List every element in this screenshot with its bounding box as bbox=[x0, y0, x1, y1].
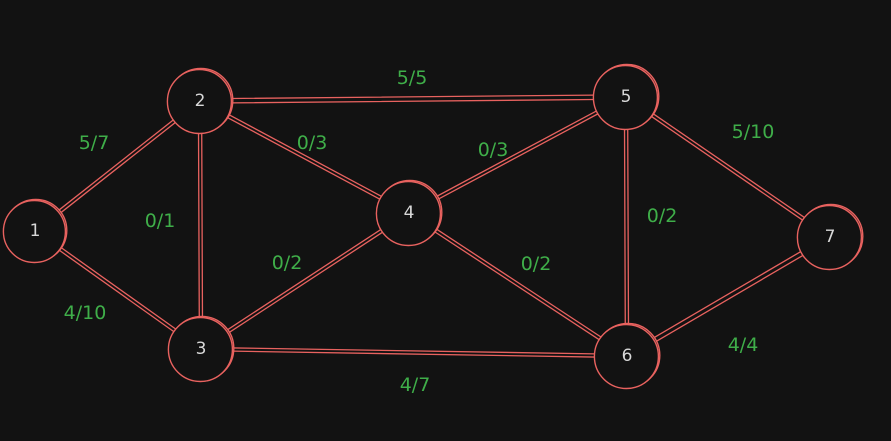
edge-label-1-2: 5/7 bbox=[79, 132, 110, 154]
node-circle-sketch bbox=[375, 180, 442, 247]
edge-1-3 bbox=[58, 247, 177, 333]
edge-stroke bbox=[231, 98, 595, 104]
edge-4-6 bbox=[434, 228, 602, 341]
edge-stroke bbox=[437, 112, 600, 200]
edge-4-5 bbox=[435, 110, 600, 200]
edge-stroke bbox=[435, 228, 602, 338]
edge-label-6-7: 4/4 bbox=[728, 334, 759, 356]
node-label-6: 6 bbox=[622, 346, 633, 366]
edge-5-7 bbox=[650, 113, 806, 221]
edge-label-5-7: 5/10 bbox=[732, 121, 775, 143]
edge-stroke bbox=[650, 115, 804, 221]
edge-label-3-4: 0/2 bbox=[272, 252, 303, 274]
node-circle-sketch bbox=[592, 64, 659, 131]
node-circle-sketch bbox=[796, 204, 863, 271]
node-label-7: 7 bbox=[825, 227, 836, 247]
edge-6-7 bbox=[652, 250, 805, 343]
edge-stroke bbox=[228, 231, 384, 334]
edge-2-5 bbox=[231, 94, 595, 104]
node-label-3: 3 bbox=[196, 339, 207, 359]
edge-stroke bbox=[226, 228, 382, 331]
node-label-1: 1 bbox=[30, 221, 41, 241]
edge-stroke bbox=[627, 128, 630, 325]
edge-1-2 bbox=[57, 118, 177, 214]
node-circle-sketch bbox=[2, 199, 67, 264]
edge-2-4 bbox=[226, 114, 383, 200]
edge-stroke bbox=[652, 113, 806, 219]
node-circle-sketch bbox=[167, 316, 234, 383]
edge-stroke bbox=[60, 247, 177, 330]
node-circle-sketch bbox=[166, 68, 233, 135]
node-label-4: 4 bbox=[404, 203, 415, 223]
edge-3-4 bbox=[226, 228, 384, 334]
edge-stroke bbox=[228, 114, 383, 198]
edge-stroke bbox=[231, 94, 595, 100]
edge-stroke bbox=[58, 249, 175, 333]
edge-stroke bbox=[435, 110, 598, 198]
edge-label-1-3: 4/10 bbox=[64, 302, 107, 324]
node-label-2: 2 bbox=[195, 91, 206, 111]
edges-layer bbox=[57, 94, 806, 358]
edge-stroke bbox=[201, 132, 204, 318]
edge-stroke bbox=[652, 250, 802, 339]
edge-stroke bbox=[623, 128, 626, 325]
node-2: 2 bbox=[166, 67, 234, 135]
edge-label-4-6: 0/2 bbox=[521, 253, 552, 275]
node-circle-sketch bbox=[593, 323, 660, 390]
edge-stroke bbox=[57, 118, 175, 212]
edge-3-6 bbox=[232, 347, 596, 358]
edge-label-5-6: 0/2 bbox=[647, 205, 678, 227]
edge-label-3-6: 4/7 bbox=[400, 374, 431, 396]
node-3: 3 bbox=[167, 315, 235, 383]
edge-stroke bbox=[59, 121, 177, 214]
node-5: 5 bbox=[592, 63, 660, 131]
edge-stroke bbox=[655, 254, 805, 343]
edge-stroke bbox=[232, 350, 596, 358]
edge-stroke bbox=[232, 347, 596, 355]
edge-label-2-4: 0/3 bbox=[297, 132, 328, 154]
edge-labels-layer: 5/7 4/10 5/5 0/3 0/1 0/2 0/3 0/2 4/7 0/2 5/10 4/4 bbox=[64, 67, 775, 396]
node-label-5: 5 bbox=[621, 87, 632, 107]
node-6: 6 bbox=[593, 322, 661, 390]
edge-2-3 bbox=[197, 132, 204, 318]
edge-5-6 bbox=[623, 128, 630, 325]
node-4: 4 bbox=[375, 179, 443, 247]
edge-label-4-5: 0/3 bbox=[478, 139, 509, 161]
edge-stroke bbox=[226, 116, 381, 200]
edge-label-2-5: 5/5 bbox=[397, 67, 428, 89]
edge-label-2-3: 0/1 bbox=[145, 210, 176, 232]
node-7: 7 bbox=[796, 203, 864, 271]
edge-stroke bbox=[197, 132, 200, 318]
node-1: 1 bbox=[2, 198, 68, 264]
edge-stroke bbox=[434, 231, 601, 341]
nodes-layer: 1 2 3 4 5 6 7 bbox=[2, 63, 864, 390]
